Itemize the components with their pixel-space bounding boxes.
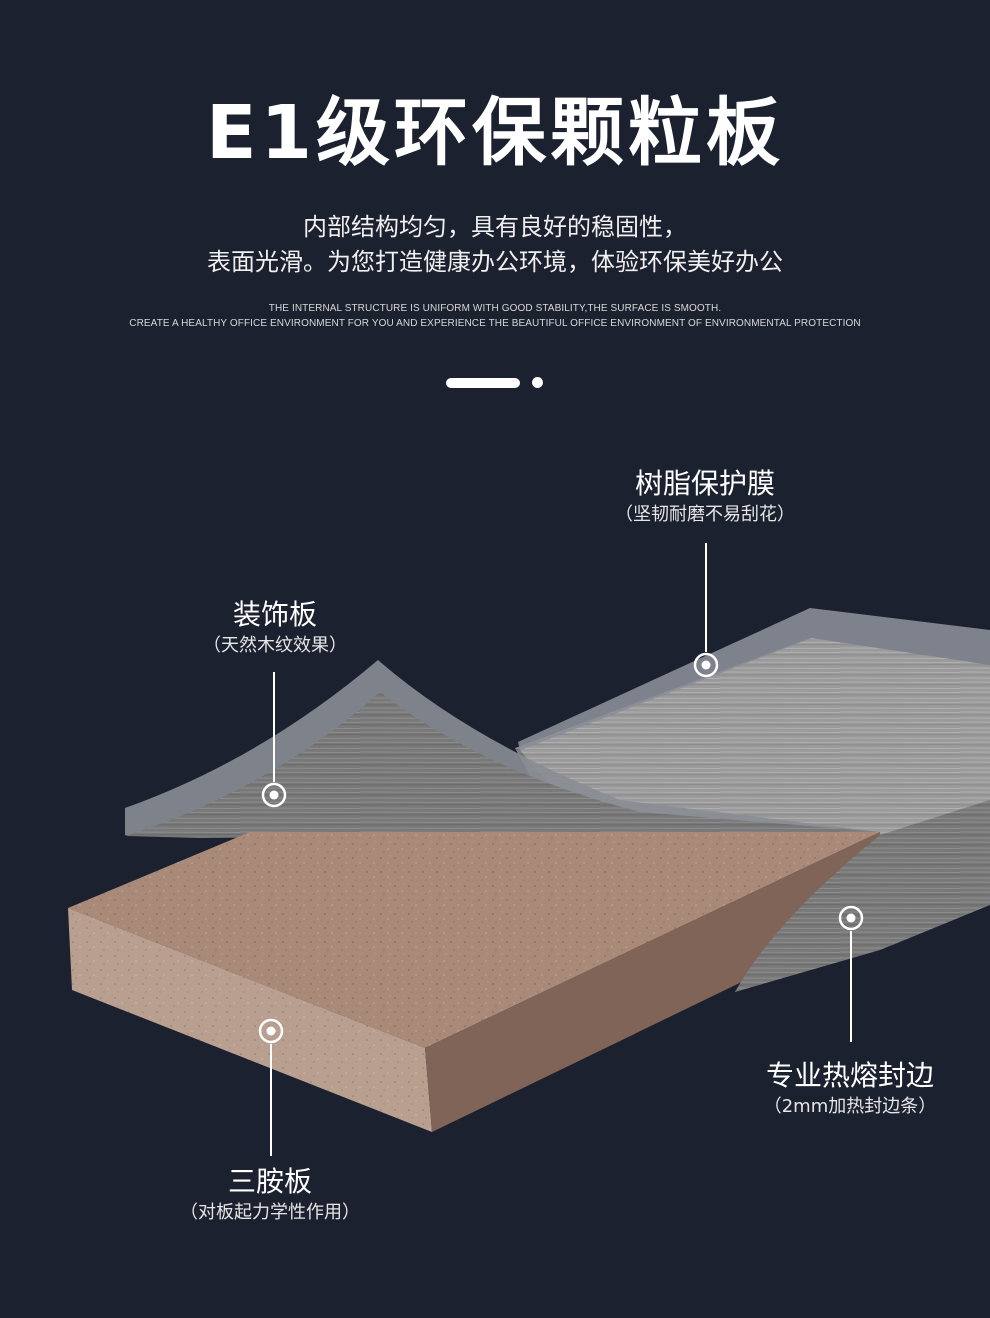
pagination-dot[interactable]	[532, 377, 543, 388]
marker-decor-board	[261, 672, 287, 808]
label-resin-film: 树脂保护膜 （坚韧耐磨不易刮花）	[605, 466, 805, 528]
decor-wood-curl	[125, 692, 880, 838]
english-line-2: CREATE A HEALTHY OFFICE ENVIRONMENT FOR …	[129, 318, 861, 329]
core-board-front	[68, 908, 432, 1132]
label-edge-banding-desc: （2mm加热封边条）	[763, 1096, 937, 1117]
core-board-side	[425, 832, 880, 1132]
label-core-board: 三胺板 （对板起力学性作用）	[170, 1164, 370, 1226]
page-title: E1级环保颗粒板	[205, 90, 785, 176]
marker-core-board	[258, 1018, 284, 1156]
label-decor-board-desc: （天然木纹效果）	[203, 635, 347, 656]
label-core-board-name: 三胺板	[227, 1165, 312, 1198]
subtitle-line-2: 表面光滑。为您打造健康办公环境，体验环保美好办公	[207, 248, 783, 276]
resin-film-surface	[518, 608, 990, 750]
marker-resin-film	[693, 543, 719, 678]
label-core-board-desc: （对板起力学性作用）	[180, 1202, 360, 1223]
english-line-1: THE INTERNAL STRUCTURE IS UNIFORM WITH G…	[268, 303, 722, 314]
label-resin-film-name: 树脂保护膜	[634, 467, 775, 500]
label-decor-board: 装饰板 （天然木纹效果）	[175, 597, 375, 659]
edge-banding-strip	[735, 805, 990, 992]
core-board-top	[68, 832, 880, 1048]
label-edge-banding-name: 专业热熔封边	[765, 1059, 934, 1092]
subtitle-line-1: 内部结构均匀，具有良好的稳固性，	[303, 213, 687, 241]
pagination-dots	[446, 377, 556, 389]
marker-edge-banding	[838, 905, 864, 1042]
label-edge-banding: 专业热熔封边 （2mm加热封边条）	[740, 1058, 960, 1120]
pagination-dot-active[interactable]	[446, 378, 520, 388]
label-resin-film-desc: （坚韧耐磨不易刮花）	[615, 504, 795, 525]
label-decor-board-name: 装饰板	[232, 598, 317, 631]
resin-film-sheet	[520, 638, 990, 835]
